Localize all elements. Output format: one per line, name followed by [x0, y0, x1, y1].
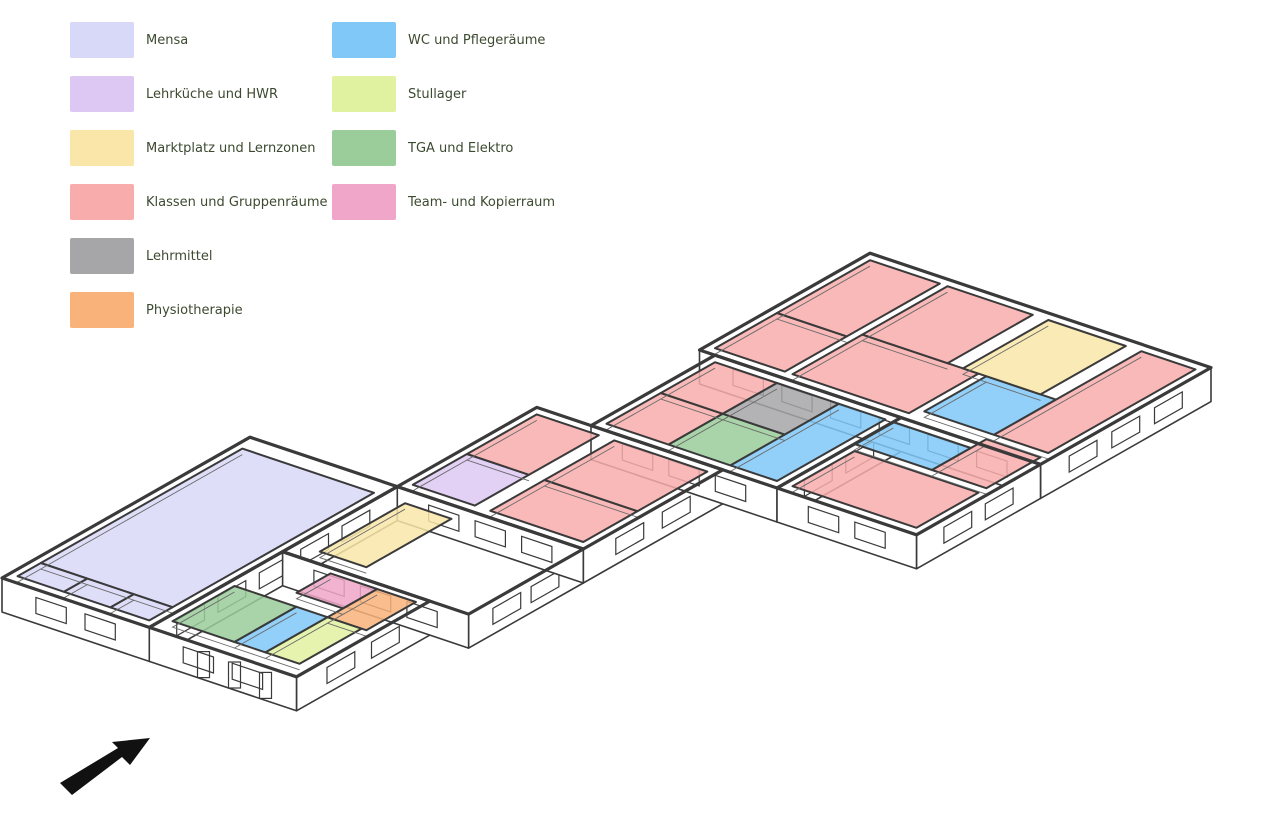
room-klassen [993, 350, 1197, 454]
room-klassen [861, 285, 1034, 365]
back-wall-line [264, 622, 328, 671]
window [984, 486, 1014, 521]
window [1153, 390, 1183, 425]
entrance-arrow [60, 738, 150, 795]
legend-label: Team- und Kopierraum [408, 194, 556, 210]
back-wall-line [326, 594, 378, 637]
room-klassen [776, 259, 941, 338]
legend-item-physio: Physiotherapie [70, 292, 243, 328]
legend-item-tga: TGA und Elektro [332, 130, 513, 166]
window [492, 591, 522, 626]
window [84, 612, 116, 641]
room-marktplatz [962, 319, 1127, 396]
door [196, 650, 211, 679]
legend-item-wc: WC und Pflegeräume [332, 22, 545, 58]
legend-swatch [70, 184, 134, 220]
window [406, 600, 438, 629]
back-wall-line [923, 381, 995, 442]
legend-swatch [332, 130, 396, 166]
back-wall-line [721, 388, 785, 442]
back-wall-line [992, 356, 1142, 460]
back-wall-line [543, 446, 638, 518]
back-wall-line [775, 265, 871, 343]
legend-item-stuhllager: Stullager [332, 76, 466, 112]
back-wall-line [961, 325, 1049, 401]
legend-item-klassen: Klassen und Gruppenräume [70, 184, 328, 220]
door [258, 671, 273, 700]
back-wall-line [853, 427, 933, 477]
window [520, 535, 553, 564]
legend-label: Mensa [146, 32, 189, 48]
legend-label: WC und Pflegeräume [408, 32, 546, 48]
wall-details [0, 251, 1213, 700]
room-klassen [466, 413, 600, 476]
room-klassen [931, 438, 1042, 490]
legend-label: Stullager [408, 86, 467, 102]
back-wall-line [318, 508, 406, 574]
room-areas [16, 259, 1197, 665]
back-wall-line [171, 591, 235, 649]
legend-swatch [70, 292, 134, 328]
back-wall-line [659, 367, 723, 421]
room-marktplatz [318, 502, 453, 569]
entrance-arrow-icon [60, 738, 150, 795]
window [615, 521, 645, 556]
window [326, 650, 356, 685]
window [35, 596, 67, 625]
window [714, 474, 747, 503]
legend-label: Lehrmittel [146, 248, 213, 264]
window [370, 625, 400, 660]
legend-item-lehrmittel: Lehrmittel [70, 238, 212, 274]
back-wall-line [465, 420, 538, 482]
legend-swatch [70, 22, 134, 58]
room-team [295, 572, 379, 610]
back-wall-line [930, 444, 987, 495]
window [1068, 439, 1098, 474]
window [1111, 415, 1141, 449]
window [943, 510, 973, 545]
legend-swatch [332, 22, 396, 58]
building-walls [1, 349, 1212, 712]
room-mensa [109, 593, 174, 622]
back-wall-line [295, 579, 344, 615]
legend-label: Klassen und Gruppenräume [146, 194, 328, 210]
room-klassen [791, 450, 980, 529]
legend-label: Lehrküche und HWR [146, 86, 279, 102]
legend-swatch [70, 76, 134, 112]
back-wall-line [233, 612, 297, 659]
legend-label: Physiotherapie [146, 302, 243, 318]
legend-item-marktplatz: Marktplatz und Lernzonen [70, 130, 316, 166]
window [474, 519, 506, 548]
legend-label: TGA und Elektro [408, 140, 514, 156]
window [854, 521, 886, 550]
window [807, 505, 840, 534]
legend-swatch [70, 130, 134, 166]
legend-label: Marktplatz und Lernzonen [146, 140, 316, 156]
back-wall-line [861, 291, 948, 370]
window [530, 569, 560, 604]
legend-item-team: Team- und Kopierraum [332, 184, 555, 220]
window [182, 645, 215, 674]
window [661, 495, 691, 530]
color-legend: Mensa Lehrküche und HWR Marktplatz und L… [0, 0, 600, 340]
legend-swatch [332, 76, 396, 112]
wall-outline [775, 416, 1043, 537]
legend-item-mensa: Mensa [70, 22, 188, 58]
legend-swatch [70, 238, 134, 274]
legend-swatch [332, 184, 396, 220]
door [227, 661, 242, 689]
room-klassen [543, 439, 709, 513]
room-wc [729, 402, 887, 482]
window [231, 662, 264, 691]
legend-item-lehrkueche: Lehrküche und HWR [70, 76, 278, 112]
